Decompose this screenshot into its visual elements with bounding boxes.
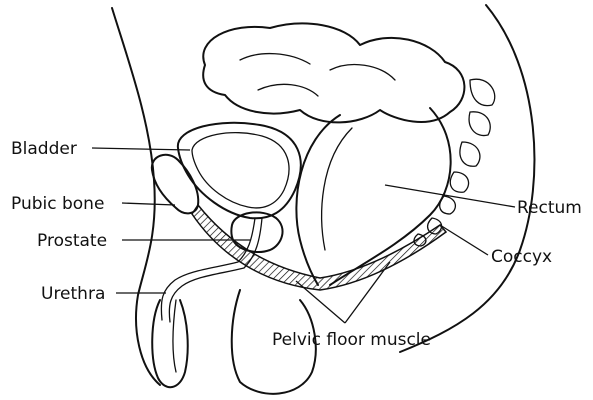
pelvic-floor-muscle <box>192 205 446 290</box>
leader-lines <box>92 148 515 323</box>
rectum <box>296 108 450 285</box>
rectum-leader <box>385 185 515 207</box>
label-pelvic-floor-muscle: Pelvic floor muscle <box>272 330 431 350</box>
bladder <box>178 123 301 219</box>
label-rectum: Rectum <box>517 198 582 218</box>
pubic-bone-leader <box>122 203 175 205</box>
intestines <box>203 23 464 122</box>
label-coccyx: Coccyx <box>491 247 552 267</box>
label-pubic-bone: Pubic bone <box>11 194 104 214</box>
sacrum-coccyx <box>414 79 495 246</box>
label-bladder: Bladder <box>11 139 77 159</box>
label-urethra: Urethra <box>41 284 105 304</box>
label-prostate: Prostate <box>37 231 107 251</box>
bladder-leader <box>92 148 190 150</box>
coccyx-leader <box>440 225 488 255</box>
